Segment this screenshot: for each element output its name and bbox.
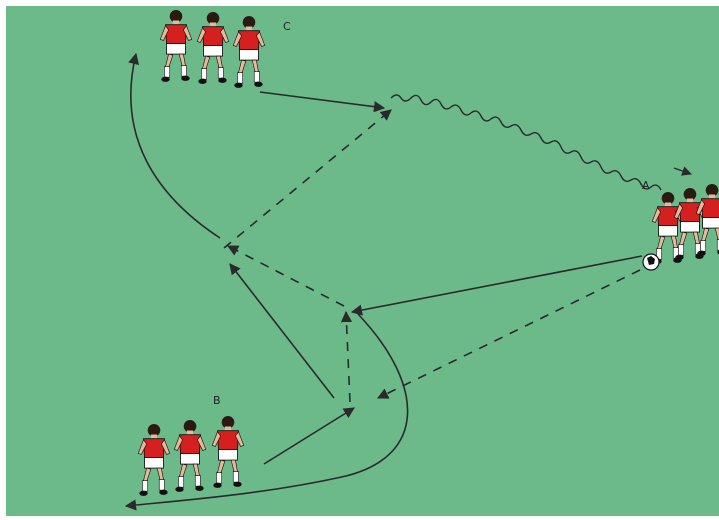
group-label-b: B xyxy=(213,394,221,407)
group-label-a: A xyxy=(642,179,650,192)
drill-pitch xyxy=(6,6,719,516)
group-label-c: C xyxy=(283,20,291,33)
ball-icon xyxy=(643,254,659,270)
